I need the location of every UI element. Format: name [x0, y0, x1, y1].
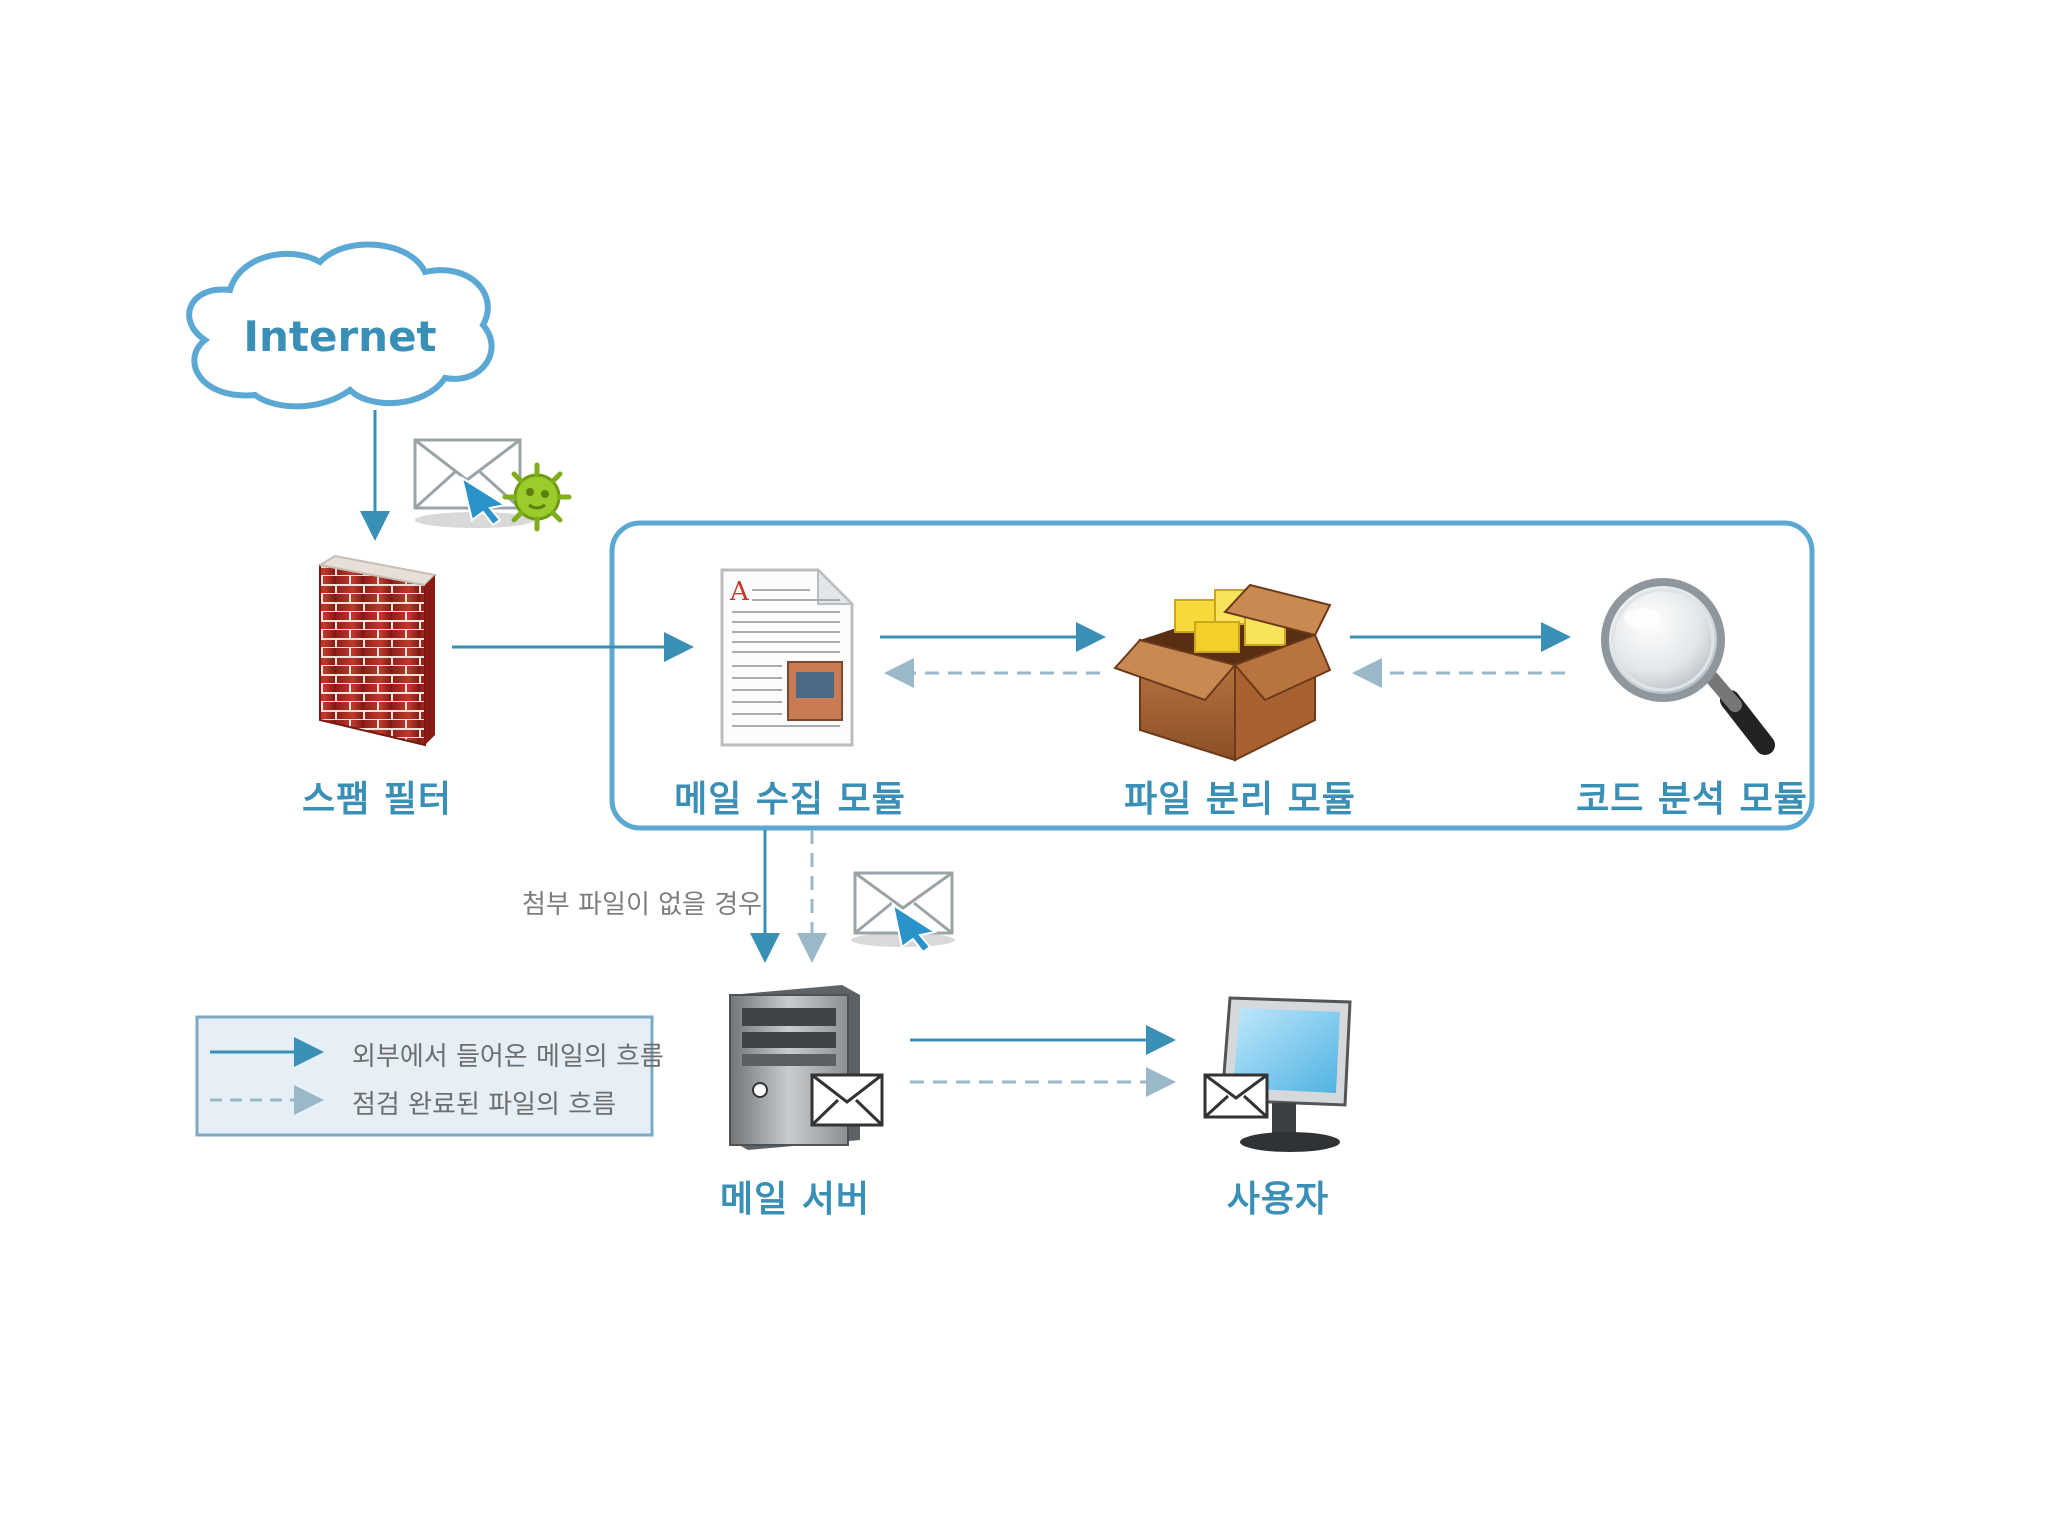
server-tower-icon	[729, 985, 884, 1150]
monitor-icon	[1203, 996, 1352, 1152]
open-box-icon	[1113, 583, 1332, 762]
cloud-icon	[186, 241, 495, 410]
virus-mail-icon	[413, 438, 572, 532]
file-separate-module-label: 파일 분리 모듈	[1124, 779, 1356, 820]
legend	[195, 1015, 654, 1137]
inspection-modules-container	[609, 520, 1815, 831]
mail-server-label: 메일 서버	[719, 1179, 871, 1220]
magnifier-icon	[1601, 578, 1775, 755]
spam-filter-label: 스팸 필터	[301, 779, 453, 820]
no-attachment-note: 첨부 파일이 없을 경우	[522, 890, 763, 920]
mail-collect-module-label: 메일 수집 모듈	[674, 779, 906, 820]
legend-external-flow-text: 외부에서 들어온 메일의 흐름	[352, 1042, 664, 1072]
mail-icon	[851, 871, 955, 954]
code-analysis-module-label: 코드 분석 모듈	[1576, 779, 1808, 820]
internet-label: Internet	[243, 312, 437, 361]
document-icon: A	[720, 567, 855, 747]
svg-text:A: A	[729, 577, 750, 607]
brick-wall-icon	[317, 554, 438, 747]
legend-checked-flow-text: 점검 완료된 파일의 흐름	[352, 1090, 616, 1120]
user-label: 사용자	[1226, 1179, 1330, 1220]
